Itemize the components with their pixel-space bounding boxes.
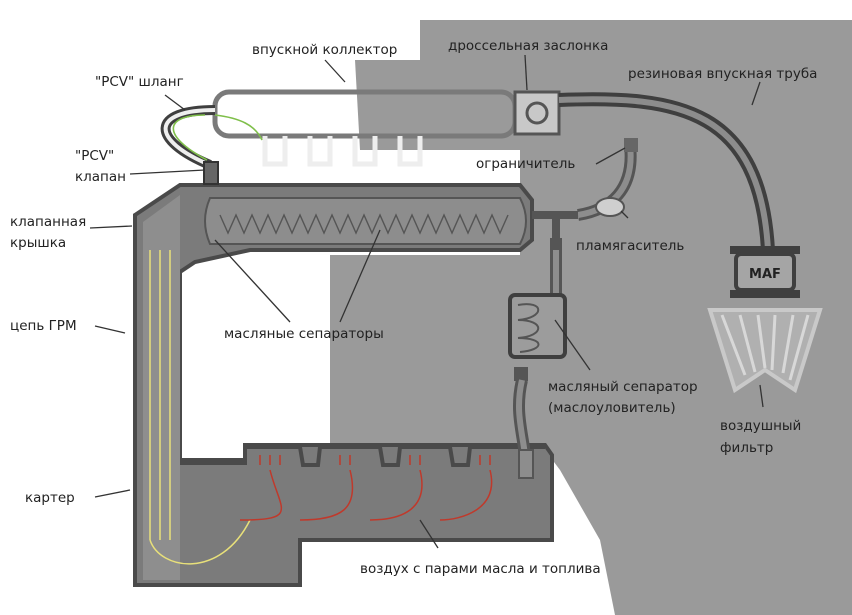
label-timing-chain: цепь ГРМ xyxy=(10,318,77,334)
pcv-valve xyxy=(203,161,219,185)
label-air-filter-line2: фильтр xyxy=(720,440,773,456)
label-air-filter-line1: воздушный xyxy=(720,418,801,434)
background-shade xyxy=(330,20,852,615)
throttle-body xyxy=(513,90,561,136)
t-connector xyxy=(532,211,578,240)
label-intake-pipe: резиновая впускная труба xyxy=(628,66,817,82)
label-oil-separators: масляные сепараторы xyxy=(224,326,384,342)
label-flame-arrester: пламягаситель xyxy=(576,238,684,254)
leader-lines xyxy=(89,54,764,549)
air-filter xyxy=(707,308,823,394)
label-pcv-hose: "PCV" шланг xyxy=(95,74,184,90)
pcv-flow-arrows xyxy=(172,114,263,161)
valve-cover-separator xyxy=(204,197,527,245)
label-blowby: воздух с парами масла и топлива xyxy=(360,561,601,577)
label-restrictor: ограничитель xyxy=(476,156,575,172)
label-valve-cover-line1: клапанная xyxy=(10,214,86,230)
flame-arrester xyxy=(595,197,625,217)
oil-catch-can xyxy=(508,293,567,381)
blowby-arrows xyxy=(239,455,493,521)
fresh-air-arrows xyxy=(149,250,251,565)
label-crankcase: картер xyxy=(25,490,75,506)
label-pcv-valve-line2: клапан xyxy=(75,169,126,185)
label-oil-separator-line2: (маслоуловитель) xyxy=(548,400,676,416)
label-valve-cover-line2: крышка xyxy=(10,235,66,251)
label-intake-manifold: впускной коллектор xyxy=(252,42,397,58)
label-pcv-valve-line1: "PCV" xyxy=(75,148,114,164)
label-throttle: дроссельная заслонка xyxy=(448,38,608,54)
maf-label: MAF xyxy=(749,267,781,282)
label-oil-separator-line1: масляный сепаратор xyxy=(548,379,698,395)
maf-sensor: MAF xyxy=(730,246,800,298)
restrictor-fitting xyxy=(624,138,638,152)
